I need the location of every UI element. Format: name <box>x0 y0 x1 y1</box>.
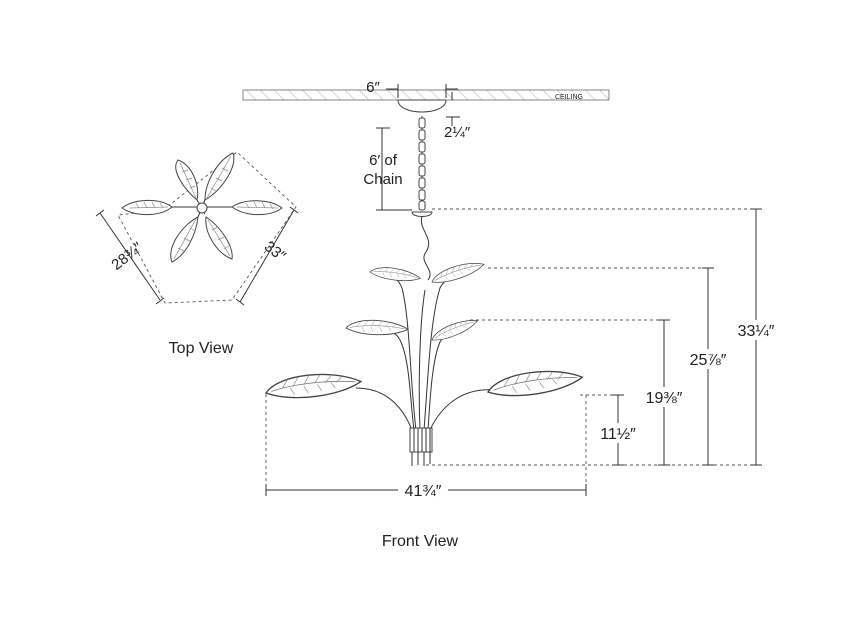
chain-label-line2: Chain <box>363 171 402 188</box>
lower-tier-label: 11½″ <box>600 426 636 443</box>
top-view-leaf-lower-right <box>205 216 233 260</box>
leaf-lower-left <box>264 372 363 400</box>
top-view-leaf-right <box>231 200 283 216</box>
top-view-hub <box>196 202 208 214</box>
front-view: CEILING 6″ 2¼″ 6′ of Chain <box>242 79 778 550</box>
top-view: 28¾″ 33″ Top View <box>95 151 299 357</box>
leaf-middle-left <box>345 316 409 339</box>
top-view-leaf-left <box>121 199 173 216</box>
width-label: 41¾″ <box>405 483 442 500</box>
upper-tier-label: 25⅞″ <box>690 352 727 369</box>
top-view-leaf-upper-left <box>175 159 199 201</box>
top-view-depth-dim-line <box>99 212 161 301</box>
top-view-leaf-upper-right <box>204 152 235 201</box>
canopy-width-label: 6″ <box>366 79 380 96</box>
top-view-leaf-lower-left <box>170 216 199 263</box>
canopy <box>397 99 447 113</box>
canopy-height-label: 2¼″ <box>444 124 471 141</box>
front-view-title: Front View <box>382 533 459 550</box>
top-view-width-dim-line <box>239 209 295 303</box>
leaf-upper-right <box>429 259 487 286</box>
stems <box>355 273 495 431</box>
chain-label-line1: 6′ of <box>369 152 398 169</box>
leaf-upper-left <box>369 263 422 286</box>
top-view-title: Top View <box>169 340 234 357</box>
top-view-width-label: 33″ <box>261 238 289 265</box>
stem-base <box>409 427 433 466</box>
chain <box>418 116 426 211</box>
middle-tier-label: 19⅜″ <box>646 390 683 407</box>
overall-height-label: 33¼″ <box>738 323 775 340</box>
top-view-depth-label: 28¾″ <box>108 239 146 274</box>
leaf-middle-right <box>429 316 480 344</box>
leaf-lower-right <box>486 368 585 399</box>
chain-loop <box>411 211 433 217</box>
ceiling-label: CEILING <box>555 94 583 101</box>
